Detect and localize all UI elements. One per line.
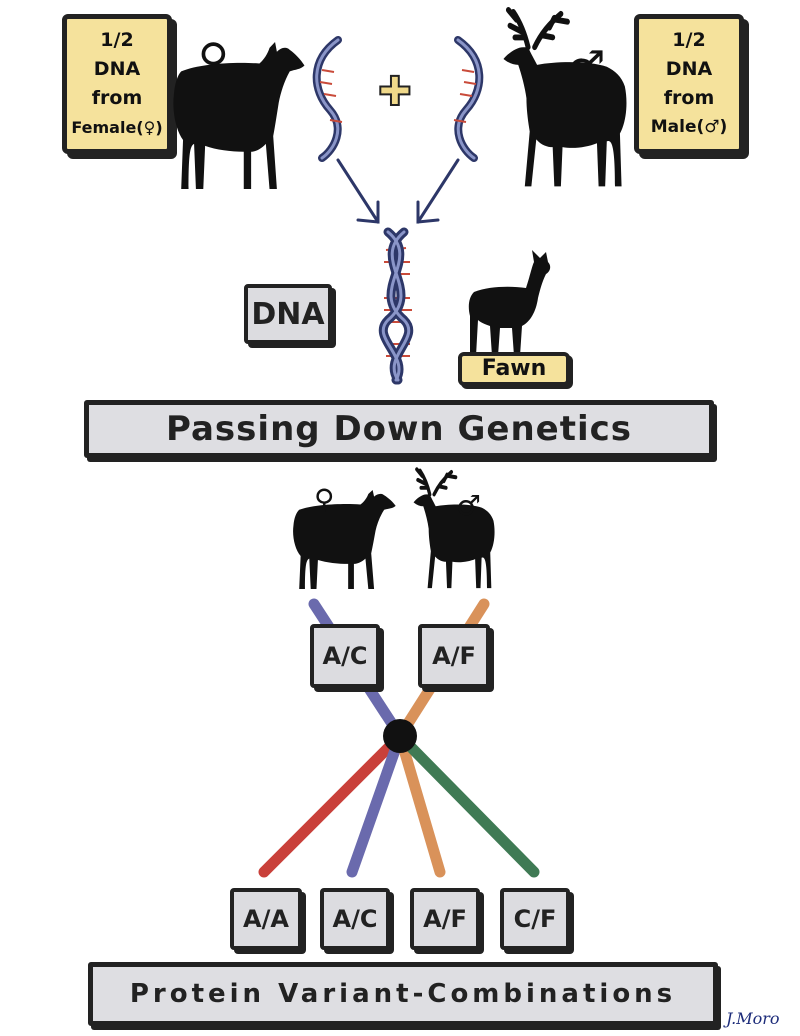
line-to-cf — [394, 730, 540, 878]
male-allele-box: A/F — [418, 624, 490, 688]
line-to-ac — [346, 730, 406, 878]
female-box-line4: Female(♀) — [71, 118, 163, 137]
passing-down-genetics-banner: Passing Down Genetics — [84, 400, 714, 458]
combination-label: A/A — [243, 905, 289, 933]
female-box-line2: DNA — [93, 58, 141, 80]
plus-icon: ✚ — [377, 69, 412, 115]
double-helix-icon — [378, 227, 414, 385]
female-box-line3: from — [91, 87, 143, 109]
male-symbol-small: ♂ — [456, 489, 482, 522]
dna-label: DNA — [251, 296, 325, 332]
male-box-line4: Male(♂) — [650, 117, 728, 137]
male-allele: A/F — [432, 642, 476, 670]
dna-label-box: DNA — [244, 284, 332, 344]
combination-label: A/F — [423, 905, 467, 933]
female-symbol-small: ♀ — [314, 483, 335, 516]
artist-signature: J.Moro — [726, 1009, 780, 1028]
arrow-right-icon — [416, 158, 460, 224]
stag-silhouette — [503, 10, 626, 186]
stag-silhouette-small — [411, 467, 497, 591]
female-box-line1: 1/2 — [100, 29, 134, 51]
dna-strand-left — [312, 36, 343, 162]
protein-variant-banner: Protein Variant-Combinations — [88, 962, 718, 1026]
dna-strand-right — [453, 36, 484, 162]
doe-silhouette-small — [293, 490, 396, 589]
male-box-line3: from — [663, 87, 715, 109]
fawn-label: Fawn — [481, 356, 547, 381]
male-box-line1: 1/2 — [672, 29, 706, 51]
line-to-aa — [258, 730, 406, 878]
combination-box: A/C — [320, 888, 390, 950]
female-allele-box: A/C — [310, 624, 380, 688]
male-dna-box: 1/2 DNA from Male(♂) — [634, 14, 744, 154]
banner-title: Passing Down Genetics — [165, 409, 633, 449]
combination-box: C/F — [500, 888, 570, 950]
fawn-silhouette — [468, 250, 551, 356]
line-to-af — [394, 730, 446, 878]
doe-silhouette — [173, 42, 305, 189]
combination-box: A/A — [230, 888, 302, 950]
combination-box: A/F — [410, 888, 480, 950]
fawn-label-box: Fawn — [458, 352, 570, 386]
combination-label: C/F — [513, 905, 557, 933]
junction-dot — [383, 719, 417, 753]
female-dna-box: 1/2 DNA from Female(♀) — [62, 14, 172, 154]
arrow-left-icon — [336, 158, 380, 224]
male-box-line2: DNA — [665, 58, 713, 80]
combination-label: A/C — [332, 905, 378, 933]
bottom-title: Protein Variant-Combinations — [129, 979, 677, 1009]
female-allele: A/C — [322, 642, 368, 670]
